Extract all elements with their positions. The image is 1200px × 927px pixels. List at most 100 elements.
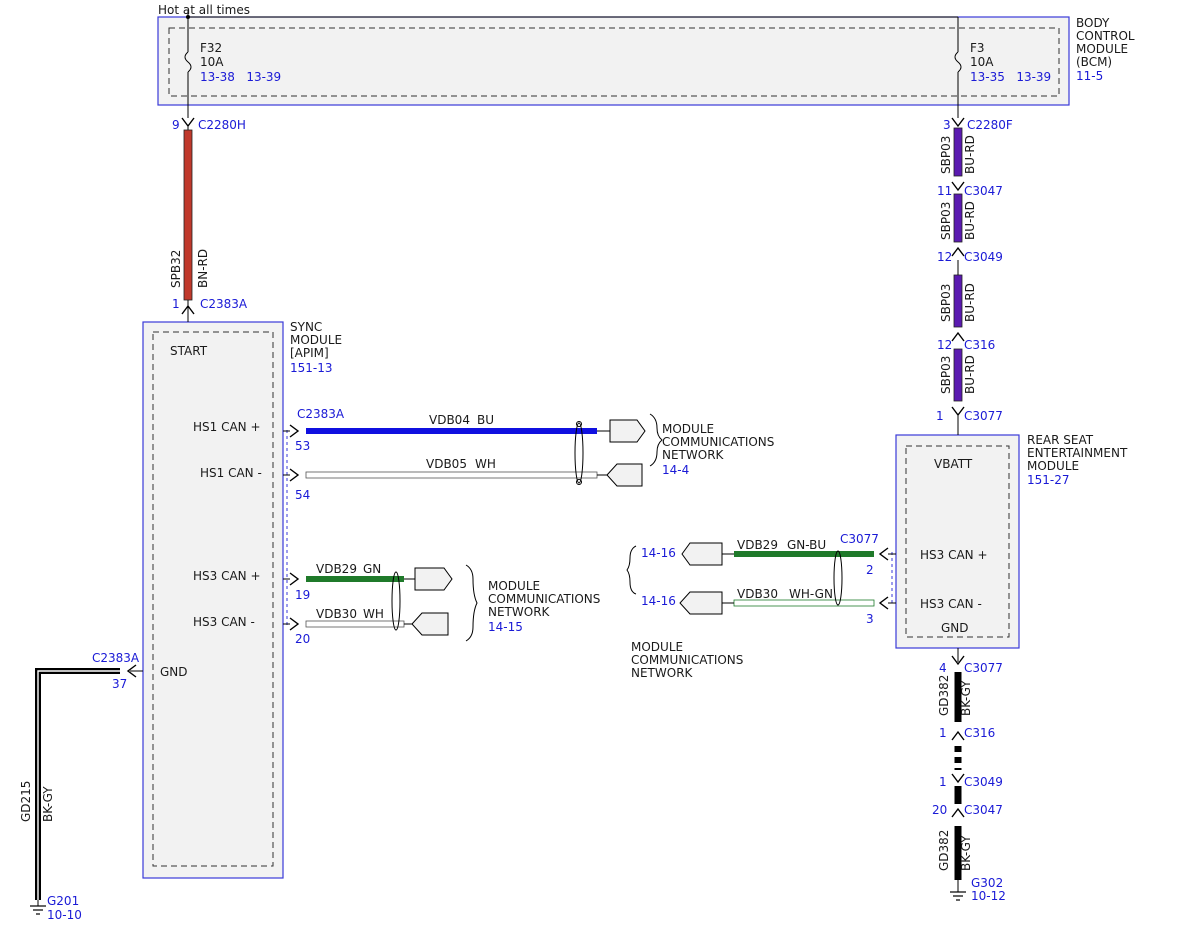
left-feed-circuit: SPB32 (169, 250, 183, 288)
right-feed-2-pin: 12 (937, 250, 952, 264)
hs3-right-twist-symbol (833, 550, 843, 606)
hs3-left-network-line-1: MODULE (488, 579, 540, 593)
right-feed-circuit-4: SBP03 (939, 356, 953, 394)
sync-module (142, 321, 284, 879)
left-feed-wire (181, 117, 195, 322)
right-ground-color-1: BK-GY (959, 680, 973, 716)
left-ground-name: G201 (47, 894, 79, 908)
hs3-right-ref-top[interactable]: 14-16 (641, 546, 676, 560)
rse-pin-vbatt: VBATT (934, 457, 973, 471)
hs3-right-p-pin: 2 (866, 563, 874, 577)
right-ground-circuit-1: GD382 (937, 675, 951, 716)
fuse-f32-rating: 10A (200, 55, 224, 69)
hs3-right-conn[interactable]: C3077 (840, 532, 879, 546)
right-ground-c3049[interactable]: C3049 (964, 775, 1003, 789)
hs1-n-color: WH (475, 457, 496, 471)
left-ground-circuit: GD215 (19, 781, 33, 822)
left-ground-ref[interactable]: 10-10 (47, 908, 82, 922)
right-feed-3-conn[interactable]: C316 (964, 338, 995, 352)
left-feed-color: BN-RD (196, 249, 210, 288)
hs3-right-n-pin: 3 (866, 612, 874, 626)
bcm-ref[interactable]: 11-5 (1076, 69, 1103, 83)
hs3-left-twist-symbol (391, 571, 401, 631)
right-ground-c3077-pin: 4 (939, 661, 947, 675)
hs3-left-minus-wire (283, 612, 449, 636)
right-ground-name: G302 (971, 876, 1003, 890)
right-ground-c316[interactable]: C316 (964, 726, 995, 740)
right-ground-c3049-pin: 1 (939, 775, 947, 789)
hs3-left-n-color: WH (363, 607, 384, 621)
right-feed-4-conn[interactable]: C3077 (964, 409, 1003, 423)
right-feed-circuit-2: SBP03 (939, 202, 953, 240)
right-ground-circuit-2: GD382 (937, 830, 951, 871)
sync-name-line-2: MODULE (290, 333, 342, 347)
fuse-f32-name: F32 (200, 41, 222, 55)
hs3-right-p-circuit: VDB29 (737, 538, 778, 552)
hs1-n-circuit: VDB05 (426, 457, 467, 471)
hs3-right-network-line-3: NETWORK (631, 666, 694, 680)
rse-pin-gnd: GND (941, 621, 969, 635)
sync-name-line-1: SYNC (290, 320, 322, 334)
left-ground-color: BK-GY (41, 786, 55, 822)
hs3-left-network-ref[interactable]: 14-15 (488, 620, 523, 634)
fuse-f32-refs[interactable]: 13-38 13-39 (200, 70, 281, 84)
hs3-left-plus-wire (283, 567, 453, 591)
right-feed-color-3: BU-RD (963, 283, 977, 322)
right-feed-circuit-1: SBP03 (939, 136, 953, 174)
hs3-left-n-circuit: VDB30 (316, 607, 357, 621)
sync-pin-gnd: GND (160, 665, 188, 679)
right-ground-wire (950, 648, 966, 901)
hs3-right-n-color: WH-GN (789, 587, 833, 601)
hs3-right-network-line-1: MODULE (631, 640, 683, 654)
right-feed-color-4: BU-RD (963, 355, 977, 394)
hs3-left-p-pin: 19 (295, 588, 310, 602)
hs3-left-network-line-3: NETWORK (488, 605, 551, 619)
left-ground-pin: 37 (112, 677, 127, 691)
left-feed-bottom-conn[interactable]: C2383A (200, 297, 248, 311)
rse-label: REAR SEAT ENTERTAINMENT MODULE 151-27 (1027, 433, 1128, 487)
right-feed-1-conn[interactable]: C3047 (964, 184, 1003, 198)
right-ground-c3047[interactable]: C3047 (964, 803, 1003, 817)
sync-pin-start: START (170, 344, 208, 358)
fuse-f3 (954, 30, 962, 118)
right-feed-2-conn[interactable]: C3049 (964, 250, 1003, 264)
left-feed-top-pin: 9 (172, 118, 180, 132)
right-feed-4-pin: 1 (936, 409, 944, 423)
right-feed-0-conn[interactable]: C2280F (967, 118, 1013, 132)
left-feed-top-conn[interactable]: C2280H (198, 118, 246, 132)
right-feed-3-pin: 12 (937, 338, 952, 352)
right-ground-c3077[interactable]: C3077 (964, 661, 1003, 675)
left-ground-conn[interactable]: C2383A (92, 651, 140, 665)
hs3-right-ref-bottom[interactable]: 14-16 (641, 594, 676, 608)
right-ground-ref[interactable]: 10-12 (971, 889, 1006, 903)
fuse-f3-name: F3 (970, 41, 985, 55)
hs1-conn[interactable]: C2383A (297, 407, 345, 421)
rse-pin-hs3p: HS3 CAN + (920, 548, 988, 562)
sync-name-line-3: [APIM] (290, 346, 329, 360)
hs3-left-network-line-2: COMMUNICATIONS (488, 592, 600, 606)
hs3-left-n-pin: 20 (295, 632, 310, 646)
hs1-network-ref[interactable]: 14-4 (662, 463, 689, 477)
rse-ref[interactable]: 151-27 (1027, 473, 1070, 487)
sync-ref[interactable]: 151-13 (290, 361, 333, 375)
bcm-label: BODY CONTROL MODULE (BCM) 11-5 (1076, 16, 1135, 83)
hs1-p-color: BU (477, 413, 494, 427)
rse-name-line-3: MODULE (1027, 459, 1079, 473)
right-feed-color-1: BU-RD (963, 135, 977, 174)
fuse-f3-refs[interactable]: 13-35 13-39 (970, 70, 1051, 84)
hs3-left-p-color: GN (363, 562, 381, 576)
hs3-right-minus-wire (679, 591, 896, 615)
hs3-right-plus-wire (681, 542, 896, 566)
hs1-network-label: MODULE COMMUNICATIONS NETWORK 14-4 (662, 422, 774, 477)
sync-pin-hs3p: HS3 CAN + (193, 569, 261, 583)
bcm-name-line-3: MODULE (1076, 42, 1128, 56)
right-ground-c316-pin: 1 (939, 726, 947, 740)
fuse-f32 (184, 17, 192, 118)
hs1-n-pin: 54 (295, 488, 310, 502)
hs3-right-network-line-2: COMMUNICATIONS (631, 653, 743, 667)
hs3-left-network-label: MODULE COMMUNICATIONS NETWORK 14-15 (488, 579, 600, 634)
hs3-right-p-color: GN-BU (787, 538, 826, 552)
sync-label: SYNC MODULE [APIM] 151-13 (290, 320, 342, 375)
bcm-module (157, 16, 1070, 106)
